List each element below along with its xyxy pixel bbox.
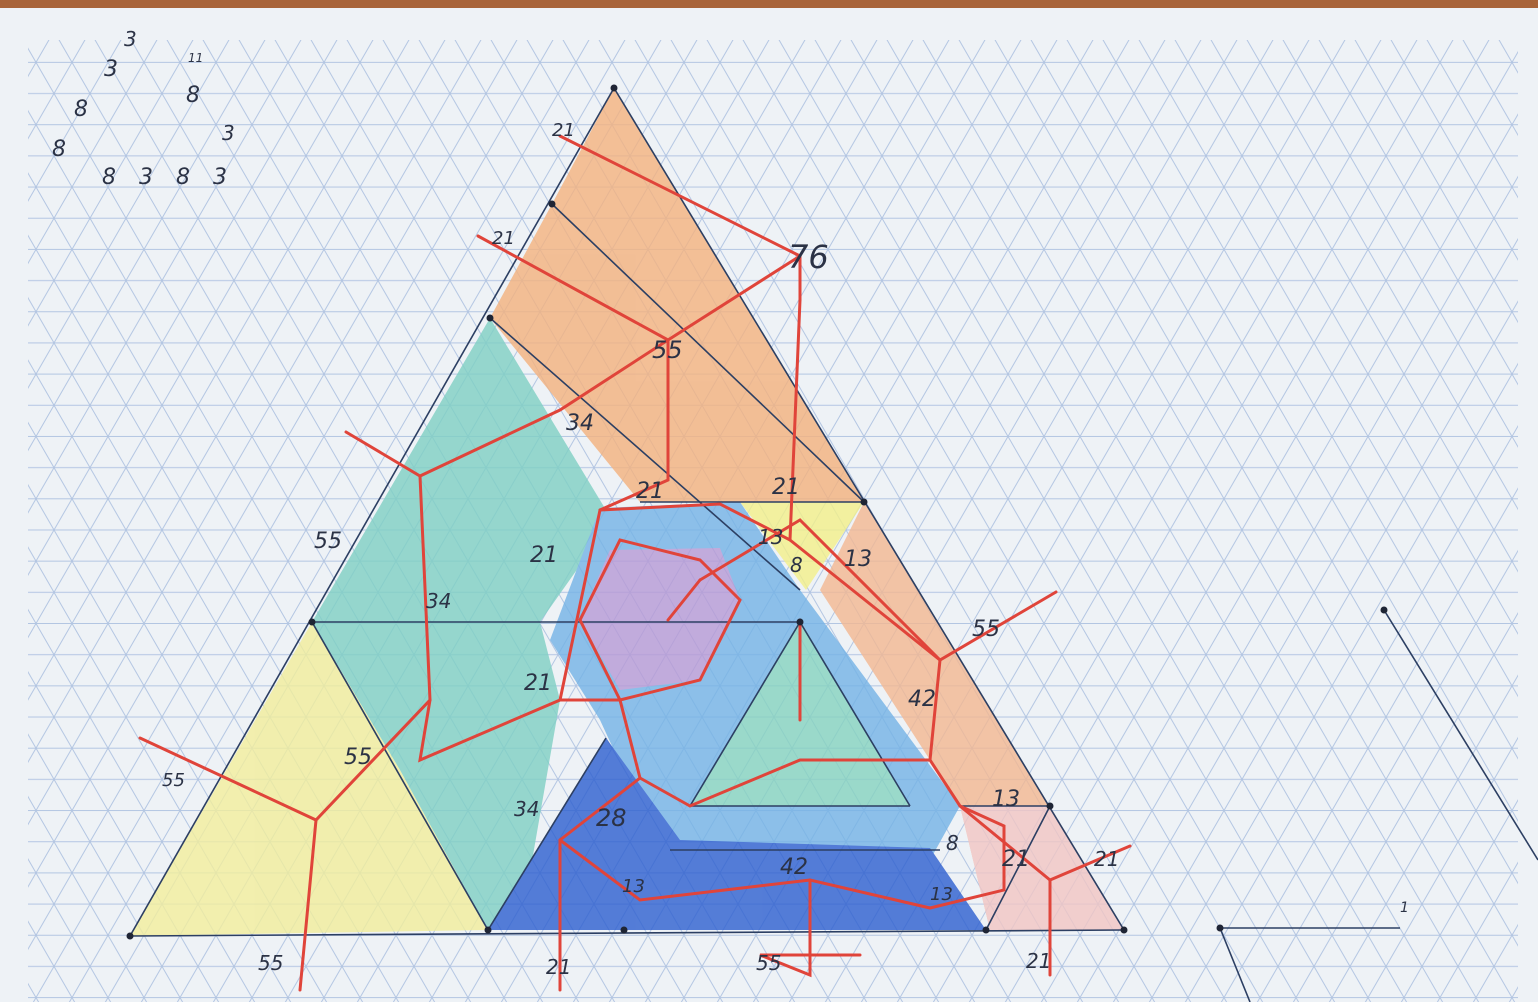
label-8-a: 8 [790,553,803,577]
note-top: 3 [124,27,137,51]
region-purple-center [580,548,740,690]
label-55-low: 55 [344,745,372,770]
label-13-right: 13 [992,787,1020,812]
label-55-left: 55 [314,529,342,554]
region-pink-br [960,806,1124,930]
pencil-lines [129,87,1538,1002]
label-21-bottom-mid: 21 [546,955,571,979]
label-21-left-low: 21 [524,671,552,696]
label-21-center-b: 21 [772,475,800,500]
label-21-second: 21 [492,228,515,249]
label-13-a: 13 [758,525,783,549]
note-right-1: 8 [186,83,200,108]
label-34-low: 34 [514,797,539,821]
label-21-center-a: 21 [636,479,664,504]
region-yellow-small [740,502,864,590]
vertex-dots [126,84,1388,940]
label-13-bottom-r: 13 [930,884,953,905]
label-55-far-left: 55 [162,770,185,791]
colored-regions [130,88,1124,936]
label-76: 76 [788,238,829,276]
region-teal-left [312,318,612,930]
note-right-2: 3 [222,121,235,145]
note-left-1: 3 [104,57,118,82]
label-21-right: 21 [1002,847,1030,872]
label-55-bottom-left: 55 [258,951,283,975]
note-left-3: 8 [52,137,66,162]
region-yellow-left [130,622,488,936]
label-1-small: 1 [1400,900,1409,916]
red-dual-lines [138,134,1132,992]
label-28: 28 [596,804,627,832]
corner-notes: 3 3 11 8 8 8 3 8 3 8 3 [52,27,235,190]
label-42-right: 42 [908,687,936,712]
label-34-left: 34 [426,589,451,613]
label-8-right: 8 [946,831,959,855]
label-55-mid: 55 [652,336,683,364]
note-bottom-row: 8 3 8 3 [102,165,235,190]
label-13-b: 13 [844,547,872,572]
label-21-top: 21 [552,120,575,141]
label-42-bottom: 42 [780,855,808,880]
label-21-left-mid: 21 [530,543,558,568]
label-21-bottom-right: 21 [1026,949,1051,973]
table-edge [0,0,1538,10]
region-orange-top [490,88,864,502]
label-55-right: 55 [972,617,1000,642]
region-dark-blue [488,738,986,930]
label-55-bottom-mid: 55 [756,951,781,975]
number-labels: 21 21 76 55 34 21 21 55 21 13 8 13 34 55… [162,120,1409,979]
label-21-far-right: 21 [1094,847,1119,871]
note-right-small: 11 [188,51,203,65]
label-34-top: 34 [566,411,594,436]
label-13-bottom: 13 [622,876,645,897]
note-left-2: 8 [74,97,88,122]
